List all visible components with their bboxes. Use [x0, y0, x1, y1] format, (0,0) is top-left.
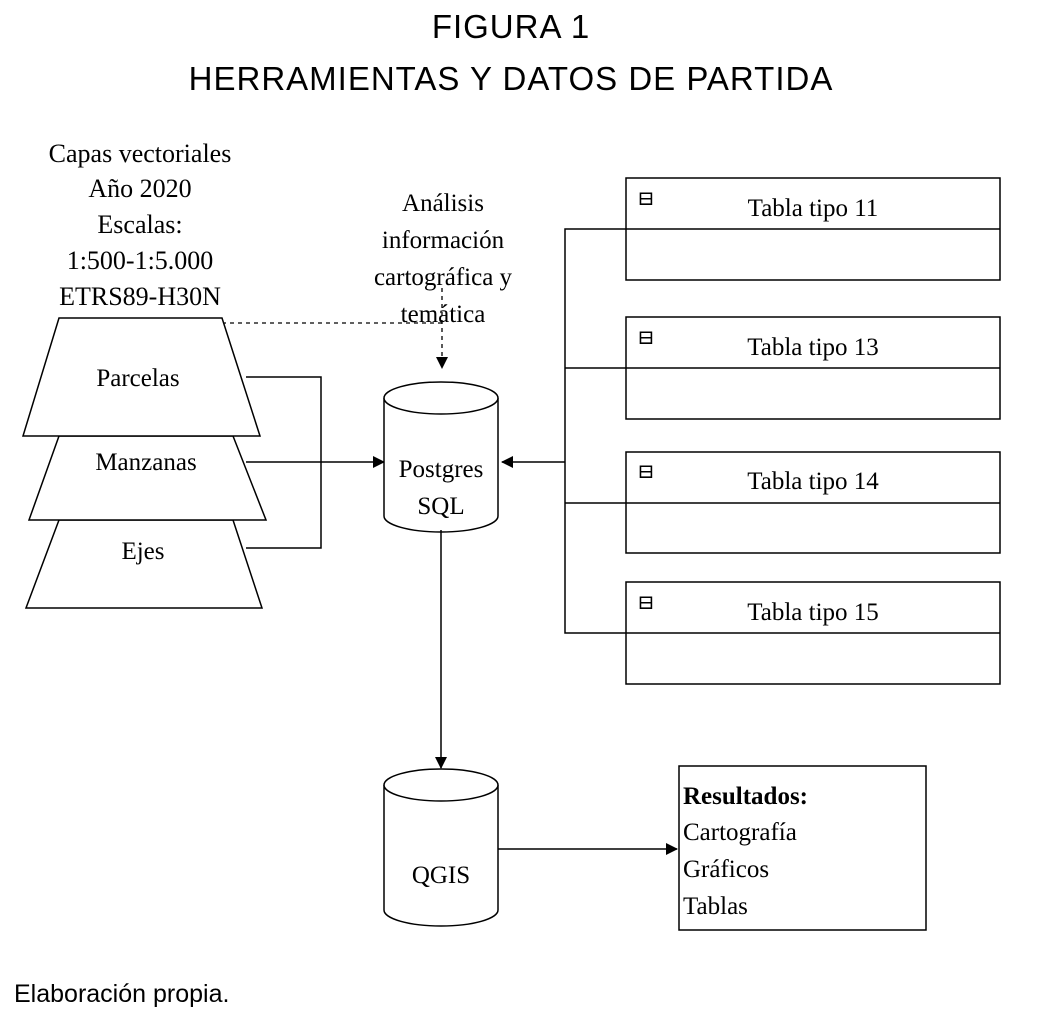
tables-bracket [564, 228, 626, 634]
figure-subtitle: HERRAMIENTAS Y DATOS DE PARTIDA [188, 60, 834, 97]
analysis-note-line: cartográfica y [374, 264, 513, 291]
layer-ejes: Ejes [24, 519, 264, 609]
layer-parcelas: Parcelas [21, 317, 262, 437]
collapse-icon[interactable]: ⊟ [638, 592, 655, 614]
results-heading: Resultados: [683, 783, 808, 810]
collapse-icon[interactable]: ⊟ [638, 188, 655, 210]
analysis-note: Análisis información cartográfica y temá… [374, 190, 513, 328]
qgis-database-icon: QGIS [383, 768, 499, 927]
source-note-line: Año 2020 [88, 174, 191, 203]
database-label: Postgres [399, 456, 484, 483]
results-item: Gráficos [683, 856, 769, 883]
table-title: Tabla tipo 14 [747, 468, 879, 495]
footer-note: Elaboración propia. [14, 980, 230, 1008]
source-note-line: Escalas: [97, 210, 182, 239]
database-label: SQL [417, 493, 464, 520]
collapse-icon[interactable]: ⊟ [638, 461, 655, 483]
table-tipo-15: ⊟ Tabla tipo 15 [625, 581, 1001, 685]
table-tipo-11: ⊟ Tabla tipo 11 [625, 177, 1001, 281]
layer-label: Manzanas [95, 449, 196, 476]
table-title: Tabla tipo 11 [748, 195, 879, 222]
source-note-line: ETRS89-H30N [59, 282, 221, 311]
layer-label: Ejes [121, 538, 164, 565]
layer-label: Parcelas [96, 365, 179, 392]
figure-title: FIGURA 1 [431, 8, 591, 45]
qgis-label: QGIS [412, 862, 470, 889]
table-title: Tabla tipo 15 [747, 599, 879, 626]
results-item: Tablas [683, 893, 748, 920]
source-note-line: Capas vectoriales [49, 139, 232, 168]
results-item: Cartografía [683, 819, 797, 846]
collapse-icon[interactable]: ⊟ [638, 327, 655, 349]
table-tipo-13: ⊟ Tabla tipo 13 [625, 316, 1001, 420]
analysis-note-line: temática [401, 301, 486, 328]
analysis-note-line: información [382, 227, 505, 254]
table-title: Tabla tipo 13 [747, 334, 879, 361]
source-note: Capas vectoriales Año 2020 Escalas: 1:50… [49, 139, 232, 311]
table-tipo-14: ⊟ Tabla tipo 14 [625, 451, 1001, 554]
analysis-note-line: Análisis [402, 190, 484, 217]
results-box: Resultados: Cartografía Gráficos Tablas [678, 765, 927, 931]
source-note-line: 1:500-1:5.000 [67, 246, 214, 275]
postgres-database-icon: Postgres SQL [383, 381, 499, 533]
layer-manzanas: Manzanas [27, 435, 268, 521]
